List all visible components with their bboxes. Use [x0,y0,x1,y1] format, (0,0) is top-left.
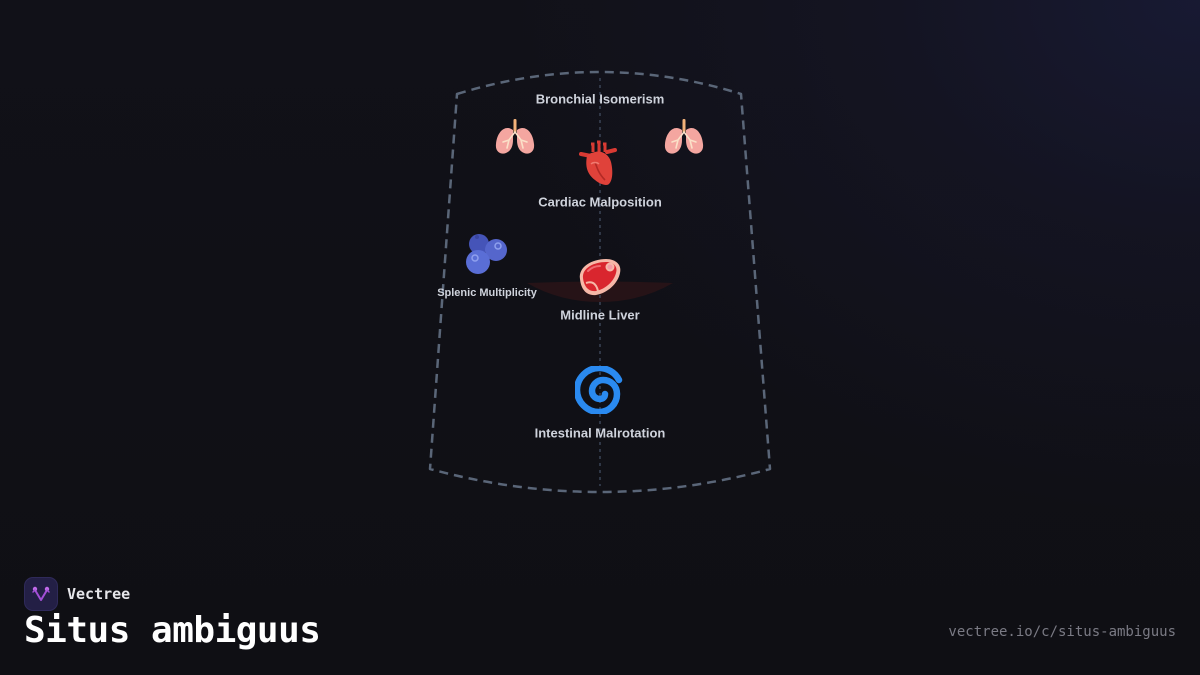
torso-shape [428,70,772,494]
organ-label-intestinal: Intestinal Malrotation [534,425,666,441]
brand-name: Vectree [67,585,131,603]
organ-label-liver: Midline Liver [560,307,640,323]
organ-label-bronchial: Bronchial Isomerism [535,91,665,107]
organ-label-splenic: Splenic Multiplicity [437,287,537,299]
source-url[interactable]: vectree.io/c/situs-ambiguus [948,624,1176,640]
brand: Vectree [24,577,130,611]
organ-label-cardiac: Cardiac Malposition [538,194,662,210]
anatomical-heart-icon [577,140,619,188]
lungs-icon [493,118,537,158]
vectree-logo-icon [24,577,58,611]
cut-of-meat-icon [574,253,626,299]
lungs-icon [662,118,706,158]
cyclone-icon [575,366,623,414]
page-title: Situs ambiguus [24,610,321,651]
blueberries-icon [464,233,510,277]
